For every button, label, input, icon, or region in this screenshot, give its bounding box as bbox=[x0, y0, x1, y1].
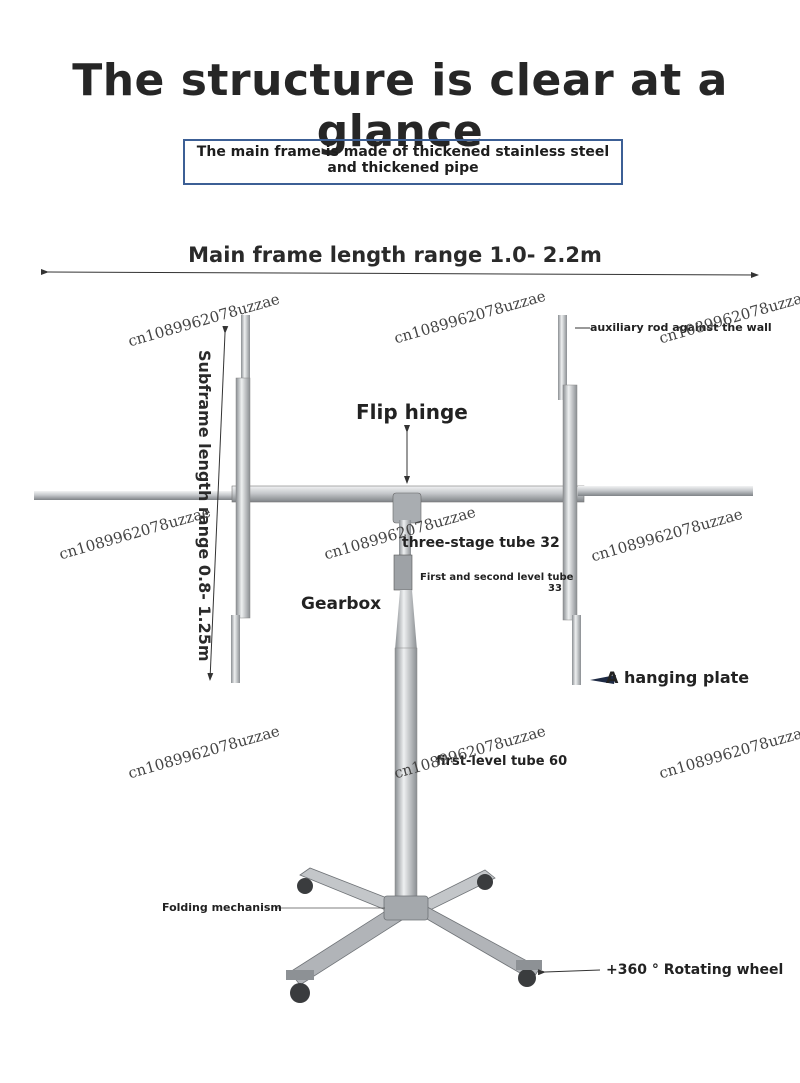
right-subframe-body bbox=[562, 384, 578, 621]
hanging-plate-mark bbox=[590, 675, 616, 684]
rotating-wheel-label: +360 ° Rotating wheel bbox=[606, 962, 784, 978]
caster-front-left bbox=[286, 970, 314, 980]
folding-mechanism-label: Folding mechanism bbox=[162, 901, 282, 914]
caster-front-right bbox=[516, 960, 542, 970]
page-title: The structure is clear at a glance bbox=[72, 55, 728, 157]
first-second-tube-label: First and second level tube bbox=[420, 572, 574, 583]
main-frame-outer-left bbox=[34, 491, 244, 500]
wheel-front-right bbox=[518, 969, 536, 987]
first-level-tube-label: first-level tube 60 bbox=[436, 754, 568, 769]
subframe-arrow bbox=[207, 325, 229, 681]
main-frame-arrow bbox=[40, 268, 759, 278]
gearbox-label: Gearbox bbox=[301, 594, 382, 614]
wheel-back-right bbox=[477, 874, 493, 890]
base bbox=[289, 867, 541, 986]
three-stage-tube-label: three-stage tube 32 bbox=[402, 535, 560, 551]
first-second-tube-number: 33 bbox=[548, 583, 562, 594]
main-frame-outer-right bbox=[578, 486, 753, 496]
left-subframe-bottom bbox=[231, 615, 240, 683]
wheel-pointer bbox=[537, 969, 601, 976]
hanging-plate-label: A hanging plate bbox=[606, 668, 750, 687]
right-subframe-top bbox=[558, 315, 567, 400]
wheel-front-left bbox=[290, 983, 310, 1003]
right-subframe-bottom bbox=[572, 615, 581, 685]
left-subframe-top bbox=[241, 315, 250, 395]
wheel-back-left bbox=[297, 878, 313, 894]
wheels bbox=[286, 874, 542, 1003]
flip-hinge-label: Flip hinge bbox=[356, 400, 468, 424]
auxiliary-rod-label: auxiliary rod against the wall bbox=[590, 321, 772, 334]
subtitle-box: The main frame is made of thickened stai… bbox=[183, 139, 623, 185]
main-frame-range-label: Main frame length range 1.0- 2.2m bbox=[188, 243, 602, 267]
column-taper bbox=[395, 590, 417, 650]
base-hub bbox=[383, 895, 429, 921]
gearbox-block bbox=[393, 554, 413, 591]
left-subframe-body bbox=[235, 377, 251, 619]
